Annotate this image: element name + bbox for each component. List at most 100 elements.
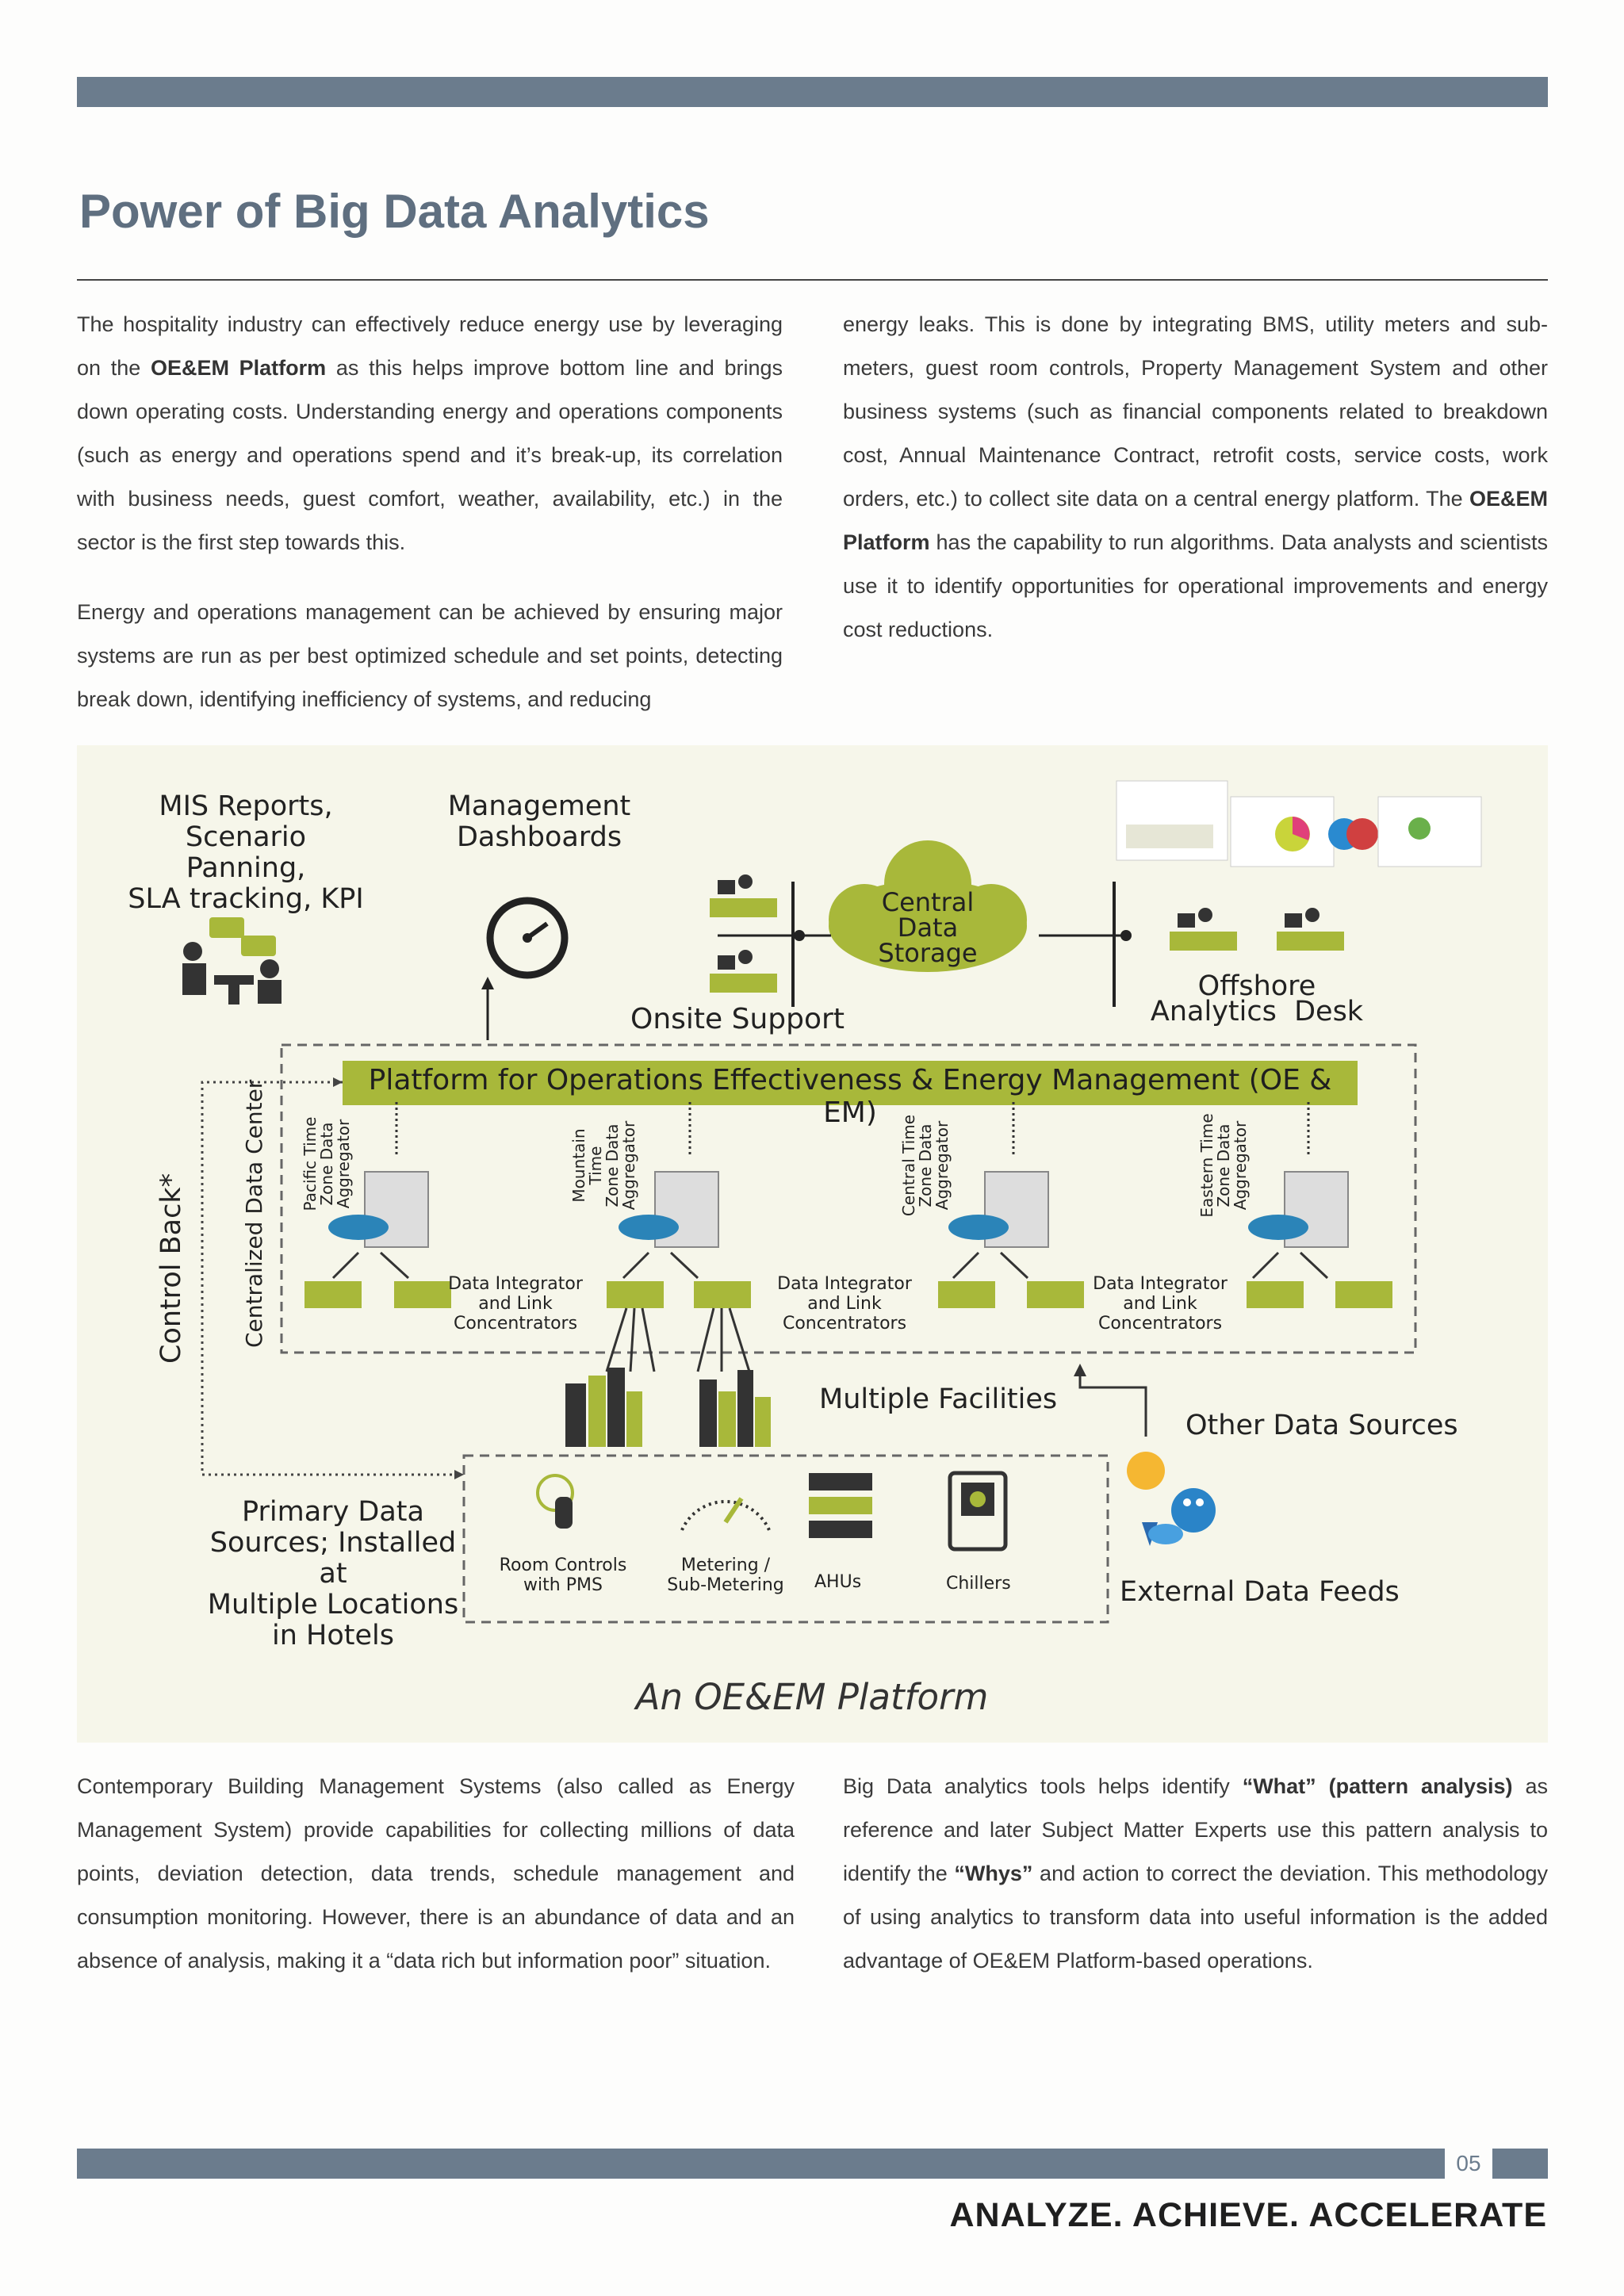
label-line: Mountain Time xyxy=(569,1128,605,1203)
label-line: with PMS xyxy=(523,1575,603,1595)
label-line: Aggregator xyxy=(933,1120,952,1211)
integrator-label: Data Integrator and Link Concentrators xyxy=(1085,1274,1235,1334)
cloud-icon xyxy=(829,840,1027,972)
mis-reports-label: MIS Reports, Scenario Panning, SLA track… xyxy=(127,791,365,915)
label-line: Zone Data xyxy=(603,1123,622,1207)
outro-text: as reference and later Subject Matter Ex… xyxy=(843,1774,1548,1885)
label-line: Primary Data xyxy=(242,1496,424,1528)
label-line: Dashboards xyxy=(456,821,622,853)
label-line: Zone Data xyxy=(1214,1123,1233,1207)
desk-icon xyxy=(1277,908,1344,951)
label-line: Management xyxy=(447,790,631,822)
desk-icon xyxy=(710,874,777,917)
outro-left-column: Contemporary Building Management Systems… xyxy=(77,1765,795,2009)
integrator-label: Data Integrator and Link Concentrators xyxy=(440,1274,591,1334)
label-line: Metering / xyxy=(680,1556,771,1575)
other-sources-label: Other Data Sources xyxy=(1185,1410,1458,1441)
meeting-icon xyxy=(182,917,282,1004)
gauge-icon xyxy=(486,897,569,979)
label-line: SLA tracking, KPI xyxy=(128,883,364,915)
aggregator-label-eastern: Eastern Time Zone Data Aggregator xyxy=(1197,1110,1250,1221)
data-center-box xyxy=(280,1043,1417,1354)
label-line: Concentrators xyxy=(453,1314,578,1334)
diagram-caption: An OE&EM Platform xyxy=(635,1676,989,1718)
external-feeds-label: External Data Feeds xyxy=(1120,1576,1400,1608)
multiple-facilities-label: Multiple Facilities xyxy=(819,1383,1058,1415)
label-line: Sub-Metering xyxy=(667,1575,784,1595)
offshore-label: Offshore Analytics Desk xyxy=(1142,973,1372,1027)
label-line: Zone Data xyxy=(916,1123,935,1207)
label-line: Multiple Locations xyxy=(207,1589,459,1621)
desk-icon xyxy=(1170,908,1237,951)
other-sources-line xyxy=(1078,1372,1147,1437)
outro-text: and action to correct the deviation. Thi… xyxy=(843,1862,1548,1973)
chiller-icon xyxy=(948,1471,1008,1552)
label-line: Analytics Desk xyxy=(1150,996,1364,1027)
label-line: Data Integrator xyxy=(1093,1274,1228,1294)
label-line: Zone Data xyxy=(317,1122,336,1206)
outro-bold: “Whys” xyxy=(954,1862,1033,1885)
label-line: Concentrators xyxy=(1097,1314,1223,1334)
intro-left-column: The hospitality industry can effectively… xyxy=(77,303,783,748)
footer-tagline: ANALYZE. ACHIEVE. ACCELERATE xyxy=(949,2196,1547,2234)
label-line: Aggregator xyxy=(619,1120,638,1211)
desk-icon xyxy=(710,950,777,993)
outro-paragraph-2: Big Data analytics tools helps identify … xyxy=(843,1765,1548,1983)
label-line: Central Time xyxy=(899,1114,918,1217)
label-line: Sources; Installed at xyxy=(209,1527,457,1590)
chillers-label: Chillers xyxy=(946,1574,1011,1594)
aggregator-label-pacific: Pacific Time Zone Data Aggregator xyxy=(301,1116,353,1211)
central-storage-label: Central Data Storage xyxy=(860,890,995,966)
outro-bold: “What” (pattern analysis) xyxy=(1242,1774,1513,1798)
intro-text: The hospitality industry can effectively… xyxy=(77,312,783,380)
metering-label: Metering / Sub-Metering xyxy=(658,1556,793,1595)
intro-paragraph-3: energy leaks. This is done by integratin… xyxy=(843,303,1548,652)
buildings-icon xyxy=(699,1370,771,1447)
platform-banner-label: Platform for Operations Effectiveness & … xyxy=(368,1064,1332,1129)
aggregator-label-central: Central Time Zone Data Aggregator xyxy=(899,1110,952,1221)
intro-bold: OE&EM Platform xyxy=(150,356,327,380)
label-line: Room Controls xyxy=(499,1556,627,1575)
server-group-2 xyxy=(607,1102,751,1308)
footer-bar xyxy=(77,2149,1548,2179)
facility-arrows xyxy=(605,1307,751,1372)
label-line: Data Integrator xyxy=(777,1274,912,1294)
outro-text: Big Data analytics tools helps identify xyxy=(843,1774,1243,1798)
ahu-icon xyxy=(809,1473,872,1538)
connector-node xyxy=(1120,930,1132,941)
label-line: Storage xyxy=(878,938,978,968)
server-group-4 xyxy=(1247,1102,1392,1308)
label-line: Data Integrator xyxy=(448,1274,583,1294)
aggregator-label-mountain: Mountain Time Zone Data Aggregator xyxy=(569,1110,638,1221)
label-line: Data xyxy=(897,913,959,943)
arrow-icon xyxy=(333,1077,343,1087)
integrator-label: Data Integrator and Link Concentrators xyxy=(769,1274,920,1334)
meter-icon xyxy=(680,1497,771,1531)
intro-text: has the capability to run algorithms. Da… xyxy=(843,530,1548,641)
arrow-icon xyxy=(1074,1364,1086,1376)
label-line: Central xyxy=(881,887,975,917)
label-line: Aggregator xyxy=(334,1119,353,1209)
intro-right-column: energy leaks. This is done by integratin… xyxy=(843,303,1548,678)
connector-node xyxy=(794,930,805,941)
control-back-line xyxy=(201,1081,458,1476)
page-title: Power of Big Data Analytics xyxy=(79,185,710,238)
label-line: and Link xyxy=(1123,1294,1197,1314)
centralized-dc-label: Centralized Data Center xyxy=(241,1079,267,1348)
intro-paragraph-1: The hospitality industry can effectively… xyxy=(77,303,783,564)
label-line: Scenario Panning, xyxy=(185,821,307,884)
header-bar xyxy=(77,77,1548,107)
primary-sources-box xyxy=(462,1454,1109,1624)
label-line: in Hotels xyxy=(272,1620,394,1651)
onsite-support-label: Onsite Support xyxy=(630,1003,845,1035)
label-line: and Link xyxy=(478,1294,553,1314)
control-back-label: Control Back* xyxy=(155,1173,187,1364)
label-line: Aggregator xyxy=(1231,1120,1250,1211)
label-line: and Link xyxy=(807,1294,882,1314)
primary-sources-label: Primary Data Sources; Installed at Multi… xyxy=(202,1497,464,1651)
touch-control-icon xyxy=(536,1474,574,1529)
title-rule xyxy=(77,279,1548,281)
label-line: Eastern Time xyxy=(1197,1113,1216,1218)
label-line: Pacific Time xyxy=(301,1116,320,1211)
